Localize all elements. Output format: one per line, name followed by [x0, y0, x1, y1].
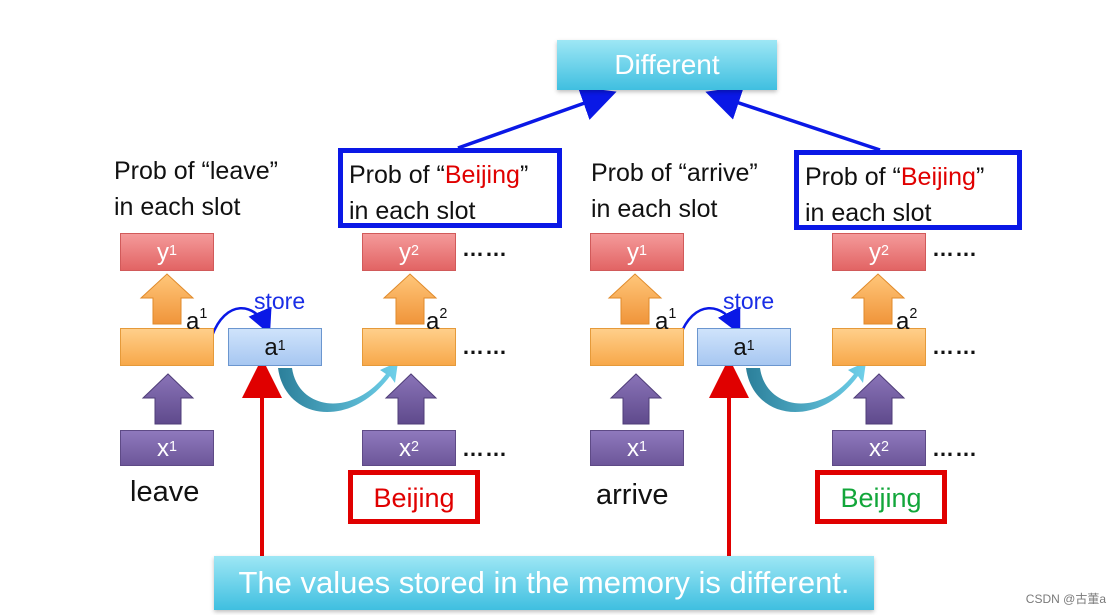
prob-leave-line2: in each slot — [114, 193, 241, 221]
up-arrow-purple-4 — [852, 373, 906, 425]
a1-memory-left: a1 — [228, 328, 322, 366]
prob-beijing-line1-left: Prob of “Beijing” — [349, 161, 529, 189]
a1-label-right: a1 — [655, 306, 677, 335]
word-leave: leave — [130, 476, 200, 508]
arrow-right-to-different — [705, 86, 881, 152]
store-arc-right — [678, 306, 741, 337]
up-arrow-purple-1 — [141, 373, 195, 425]
up-arrow-orange-2 — [382, 273, 438, 325]
a2-hidden-left — [362, 328, 456, 366]
prob-arrive-label: Prob of “arrive” in each slot — [591, 155, 758, 227]
x1-node-right: x1 — [590, 430, 684, 466]
store-arc-left — [210, 306, 272, 337]
arrow-left-to-different — [457, 86, 617, 150]
beijing-highlight-right: Beijing — [900, 163, 976, 191]
memory-banner-text: The values stored in the memory is diffe… — [238, 565, 850, 600]
x1-node-left: x1 — [120, 430, 214, 466]
y1-node-right: y1 — [590, 233, 684, 271]
different-box: Different — [557, 40, 777, 90]
beijing-highlight-left: Beijing — [444, 161, 520, 189]
a2-hidden-right — [832, 328, 926, 366]
prob-beijing-line1-right: Prob of “Beijing” — [805, 163, 985, 191]
a2-label-right: a2 — [896, 306, 918, 335]
dots-x-left: …… — [462, 436, 508, 461]
dots-y-right: …… — [932, 236, 978, 261]
y2-node-right: y2 — [832, 233, 926, 271]
x2-node-right: x2 — [832, 430, 926, 466]
prob-arrive-line1: Prob of “arrive” — [591, 159, 758, 187]
a2-label-left: a2 — [426, 306, 448, 335]
prob-leave-line1: Prob of “leave” — [114, 157, 278, 185]
x2-node-left: x2 — [362, 430, 456, 466]
y1-node-left: y1 — [120, 233, 214, 271]
a1-hidden-left — [120, 328, 214, 366]
dots-a-right: …… — [932, 334, 978, 359]
different-label: Different — [614, 49, 720, 80]
up-arrow-orange-4 — [850, 273, 906, 325]
store-label-right: store — [723, 288, 775, 314]
a1-label-left: a1 — [186, 306, 208, 335]
a1-memory-right: a1 — [697, 328, 791, 366]
word-arrive: arrive — [596, 479, 669, 511]
up-arrow-purple-2 — [384, 373, 438, 425]
dots-x-right: …… — [932, 436, 978, 461]
memory-flow-arrow-right — [746, 362, 866, 413]
store-label-left: store — [254, 288, 306, 314]
prob-arrive-line2: in each slot — [591, 195, 718, 223]
prob-leave-label: Prob of “leave” in each slot — [114, 153, 278, 225]
prob-beijing-frame-left: Prob of “Beijing” in each slot — [338, 148, 562, 228]
prob-beijing-line2-right: in each slot — [805, 199, 932, 227]
dots-y-left: …… — [462, 236, 508, 261]
prob-beijing-frame-right: Prob of “Beijing” in each slot — [794, 150, 1022, 230]
y2-node-left: y2 — [362, 233, 456, 271]
up-arrow-orange-3 — [607, 273, 663, 325]
watermark: CSDN @古董a — [1025, 592, 1106, 606]
word-beijing-left: Beijing — [348, 470, 480, 524]
a1-hidden-right — [590, 328, 684, 366]
memory-flow-arrow-left — [278, 362, 398, 413]
word-beijing-right: Beijing — [815, 470, 947, 524]
up-arrow-purple-3 — [609, 373, 663, 425]
dots-a-left: …… — [462, 334, 508, 359]
memory-banner: The values stored in the memory is diffe… — [214, 556, 874, 610]
up-arrow-orange-1 — [139, 273, 195, 325]
prob-beijing-line2-left: in each slot — [349, 197, 476, 225]
